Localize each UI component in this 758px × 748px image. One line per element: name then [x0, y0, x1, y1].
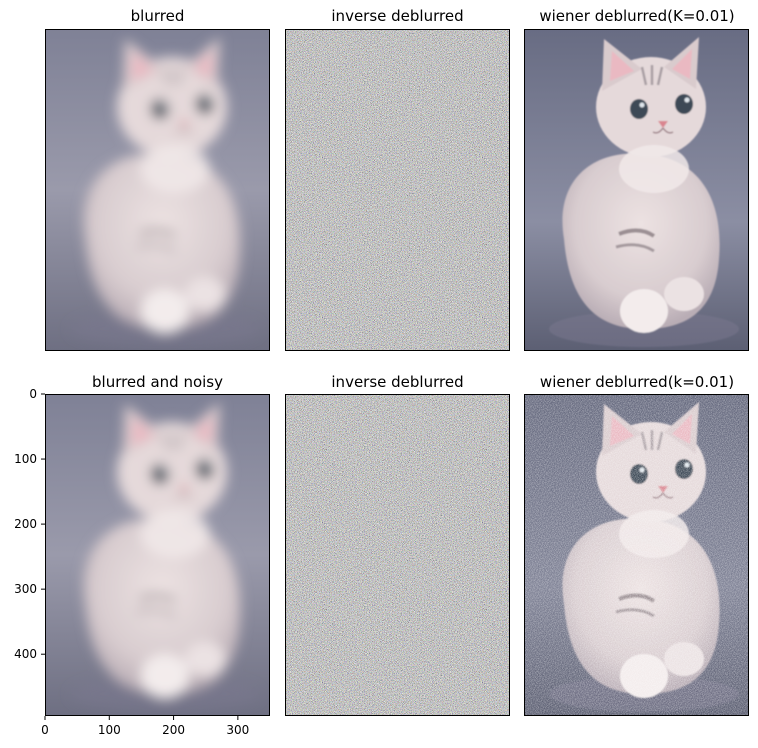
blurred-noisy-kitten-image: [45, 394, 270, 716]
panel-title: blurred: [131, 7, 185, 25]
x-tick-label: 100: [98, 723, 121, 737]
panel-title: blurred and noisy: [92, 373, 223, 391]
blurred-kitten-image: [45, 29, 270, 351]
axes-frame: [45, 394, 270, 716]
x-tick-label: 0: [41, 723, 49, 737]
panel-inverse-deblurred-bottom: inverse deblurred: [285, 373, 510, 716]
axes-frame: [524, 394, 749, 716]
panel-wiener-deblurred-bottom: wiener deblurred(k=0.01): [524, 373, 749, 716]
y-tick-label: 300: [14, 582, 37, 596]
sharp-kitten-image: [524, 29, 749, 351]
panel-blurred: blurred: [45, 7, 270, 351]
x-tick-label: 200: [162, 723, 185, 737]
color-noise-image: [285, 29, 510, 351]
axes-frame: [524, 29, 749, 351]
panel-title: wiener deblurred(k=0.01): [540, 373, 734, 391]
x-tick-label: 300: [226, 723, 249, 737]
panel-inverse-deblurred-top: inverse deblurred: [285, 7, 510, 351]
y-tick-label: 100: [14, 452, 37, 466]
y-tick-label: 200: [14, 517, 37, 531]
panel-blurred-and-noisy: blurred and noisy 0 100 200 300 0 100 200 300 40…: [14, 373, 270, 737]
panel-title: inverse deblurred: [331, 373, 463, 391]
axis-ticks: 0 100 200 300 0 100 200 300 400: [14, 387, 249, 737]
y-tick-label: 0: [29, 387, 37, 401]
panel-wiener-deblurred-top: wiener deblurred(K=0.01): [524, 7, 749, 351]
panel-title: inverse deblurred: [331, 7, 463, 25]
panel-title: wiener deblurred(K=0.01): [539, 7, 734, 25]
axes-frame: [285, 29, 510, 351]
color-noise-image: [285, 394, 510, 716]
y-tick-label: 400: [14, 647, 37, 661]
noisy-sharp-kitten-image: [524, 394, 749, 716]
axes-frame: [45, 29, 270, 351]
axes-frame: [285, 394, 510, 716]
